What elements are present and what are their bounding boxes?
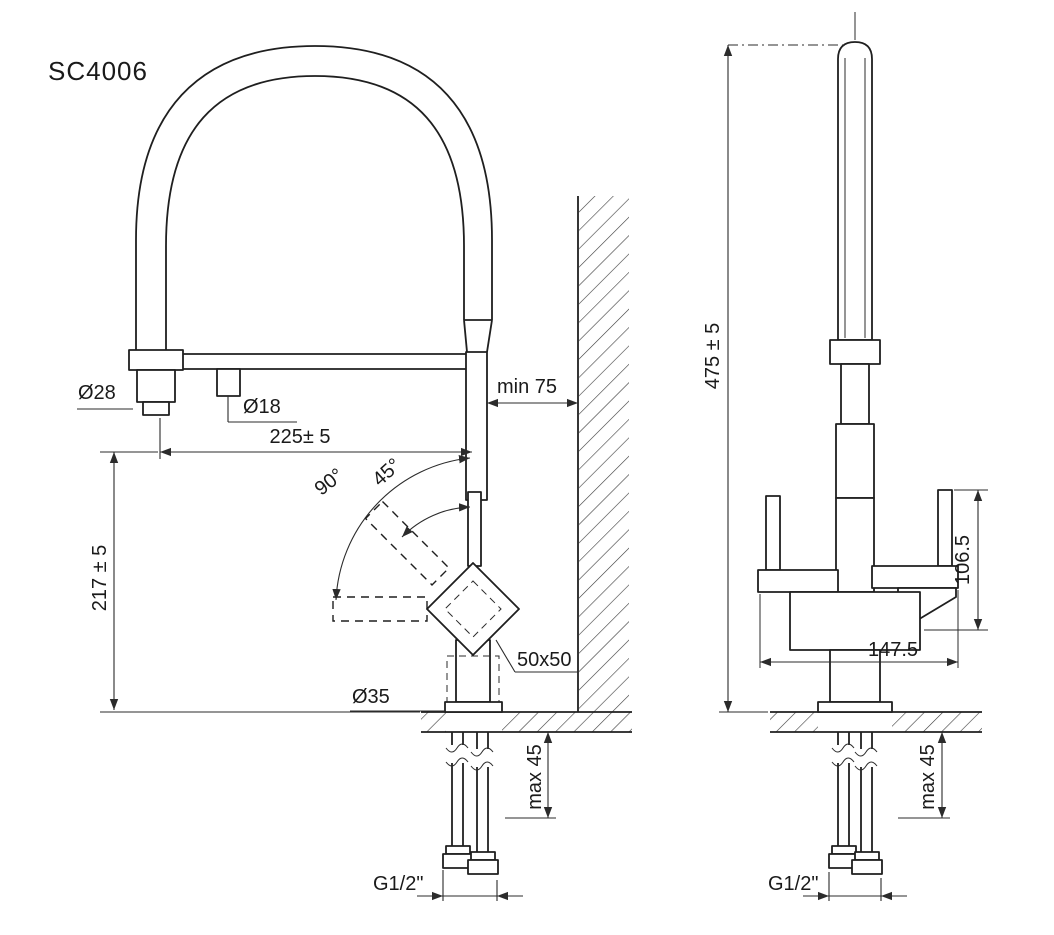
dim-thread-front-label: G1/2" <box>373 873 423 895</box>
spout-tube <box>837 41 873 341</box>
hose-fitting <box>470 851 496 861</box>
hose-fitting <box>445 845 471 855</box>
arc-45deg <box>401 503 471 538</box>
supply-hoses-side <box>828 732 883 875</box>
dim-d35-label: Ø35 <box>352 686 390 708</box>
front-view: 90° 45° Ø28 Ø18 225± 5 <box>77 45 632 901</box>
dim-d18-label: Ø18 <box>243 396 281 418</box>
supply-hoses-front <box>442 732 499 875</box>
right-handle-arm <box>871 565 959 589</box>
spray-head <box>128 349 184 416</box>
flexible-spout-arc <box>135 45 493 353</box>
upper-body <box>835 423 875 499</box>
dim-90deg-label: 90° <box>311 464 348 500</box>
hose-nut <box>467 859 499 875</box>
handle-phantom-horizontal <box>332 596 428 622</box>
dim-thread-side-label: G1/2" <box>768 873 818 895</box>
model-number-label: SC4006 <box>48 56 148 86</box>
hose-nut <box>851 859 883 875</box>
side-dimensions: 475 ± 5 106.5 147.5 max 45 G1/2" <box>702 44 988 901</box>
left-handle-rod <box>765 495 781 571</box>
faucet-body-side <box>757 12 959 713</box>
countertop-side <box>770 711 982 733</box>
arc-90deg <box>332 455 471 601</box>
dim-217-label: 217 ± 5 <box>89 545 111 612</box>
dim-d28-label: Ø28 <box>78 382 116 404</box>
neck <box>840 363 870 425</box>
hose-fitting <box>854 851 880 861</box>
faucet-body-front <box>426 351 520 713</box>
base-flange-side <box>817 701 893 713</box>
dim-min75-label: min 75 <box>497 376 557 398</box>
dim-50x50-label: 50x50 <box>517 649 572 671</box>
front-dimensions: Ø28 Ø18 225± 5 217 ± 5 min 75 50x50 Ø35 … <box>77 376 578 901</box>
right-handle-rod <box>937 489 953 567</box>
spout-collar <box>829 339 881 365</box>
dim-475-label: 475 ± 5 <box>702 323 724 390</box>
dim-147-label: 147.5 <box>868 639 918 661</box>
wall-section <box>577 196 629 712</box>
countertop-front <box>421 711 632 733</box>
spout-holder-bar <box>183 353 466 397</box>
left-handle-arm <box>757 569 839 593</box>
dim-max45-front-label: max 45 <box>524 744 546 810</box>
dim-max45-side-label: max 45 <box>917 744 939 810</box>
side-view: 475 ± 5 106.5 147.5 max 45 G1/2" <box>702 12 988 901</box>
dim-45deg-label: 45° <box>368 454 405 491</box>
dim-106-label: 106.5 <box>952 535 974 585</box>
dim-225-label: 225± 5 <box>269 426 330 448</box>
hose-fitting <box>831 845 857 855</box>
base-flange-front <box>444 701 503 713</box>
